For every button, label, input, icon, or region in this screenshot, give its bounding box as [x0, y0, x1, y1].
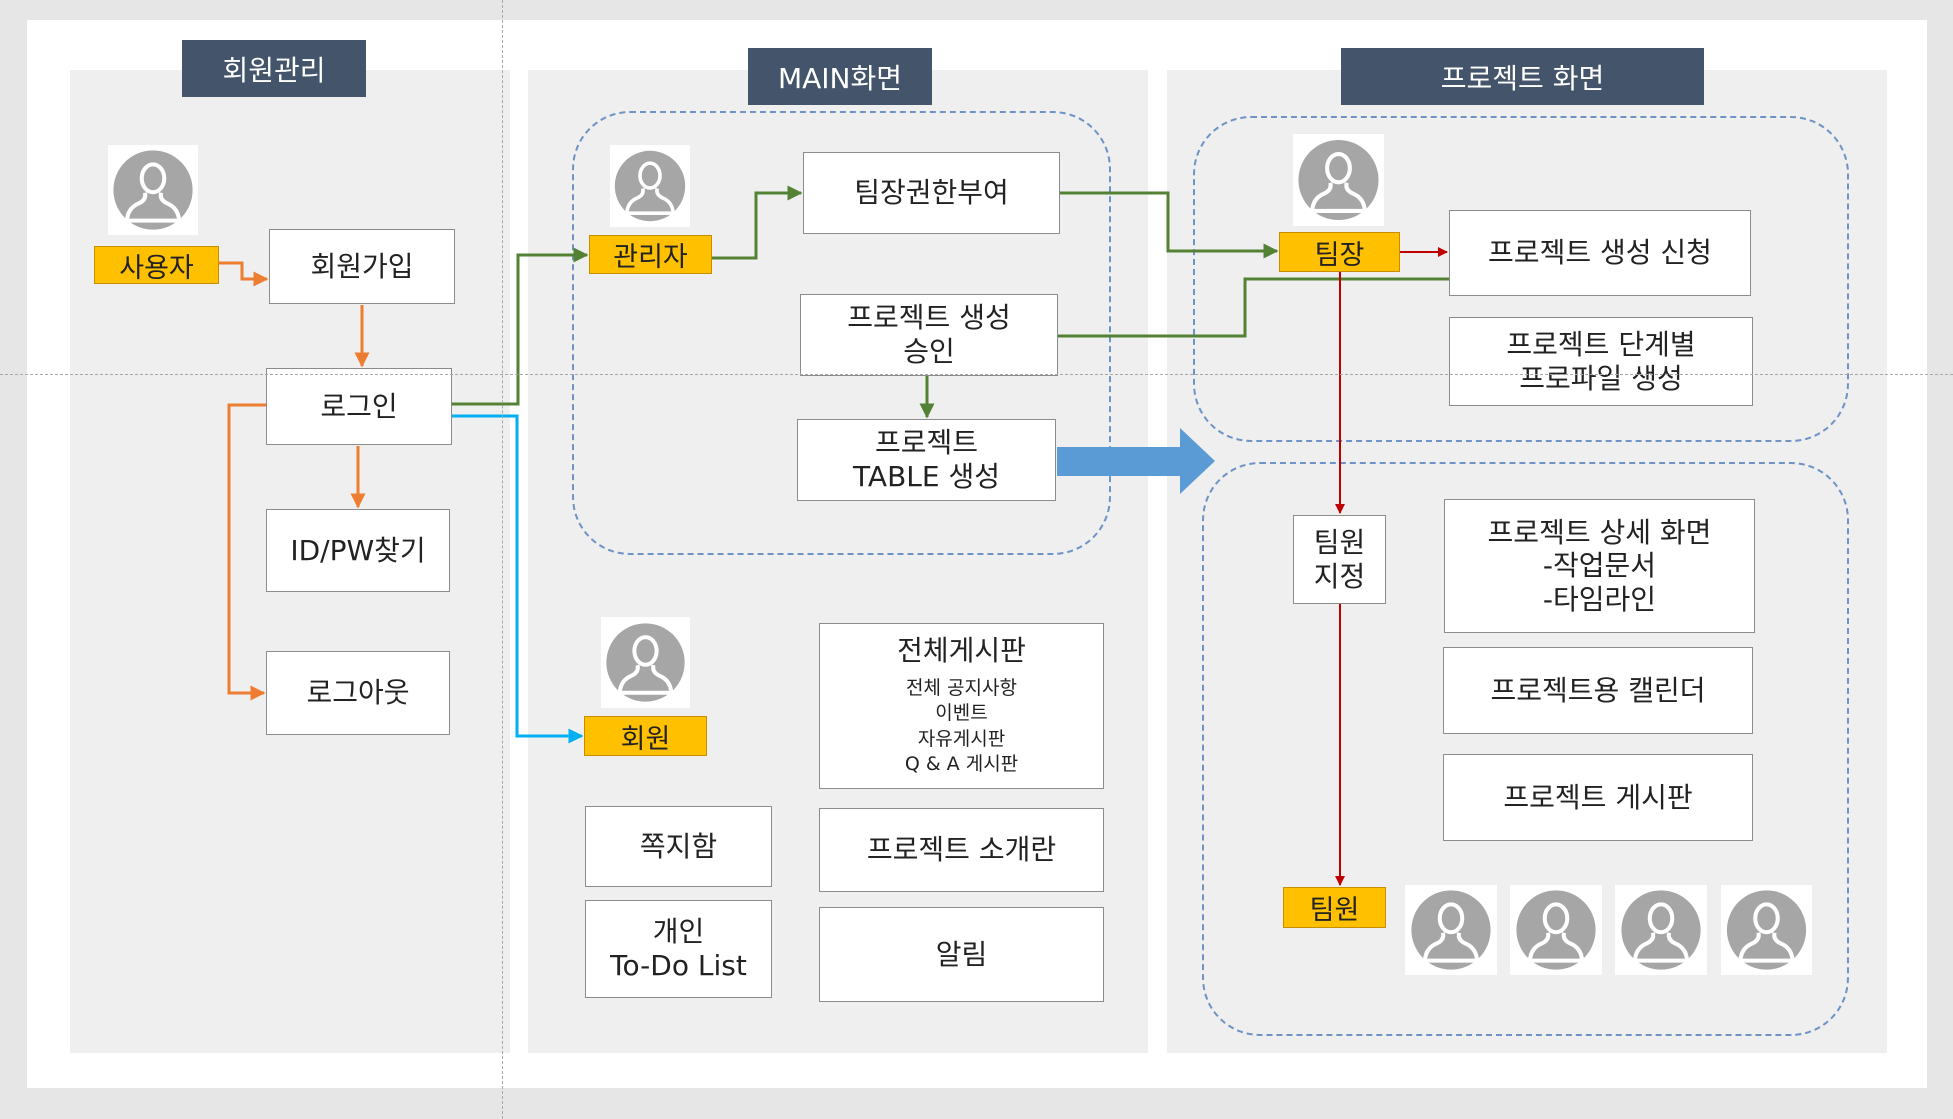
team-member-avatar-icon-3	[1615, 885, 1707, 975]
project-detail-label-line3: -타임라인	[1542, 582, 1657, 616]
stage-profile-box[interactable]: 프로젝트 단계별 프로파일 생성	[1449, 317, 1753, 406]
stage-profile-label-line1: 프로젝트 단계별	[1506, 327, 1696, 361]
login-label: 로그인	[320, 389, 398, 423]
team-member-role-label: 팀원	[1283, 887, 1386, 928]
board-item-free: 자유게시판	[917, 727, 1006, 750]
team-member-avatar-icon-1	[1405, 885, 1497, 975]
create-table-box[interactable]: 프로젝트 TABLE 생성	[797, 419, 1056, 501]
all-board-box[interactable]: 전체게시판 전체 공지사항 이벤트 자유게시판 Q & A 게시판	[819, 623, 1104, 789]
member-management-header: 회원관리	[182, 40, 366, 97]
user-avatar-icon	[108, 145, 198, 235]
board-item-event: 이벤트	[935, 702, 988, 725]
project-intro-box[interactable]: 프로젝트 소개란	[819, 808, 1104, 892]
create-table-label-line1: 프로젝트	[874, 426, 979, 460]
notifications-box[interactable]: 알림	[819, 907, 1104, 1002]
inbox-box[interactable]: 쪽지함	[585, 806, 772, 887]
approve-project-label-line2: 승인	[903, 335, 955, 368]
admin-role-label: 관리자	[589, 235, 712, 274]
create-table-label-line2: TABLE 생성	[852, 460, 1000, 493]
logout-box[interactable]: 로그아웃	[266, 651, 450, 735]
project-calendar-box[interactable]: 프로젝트용 캘린더	[1443, 647, 1753, 734]
assign-members-label-line1: 팀원	[1313, 525, 1366, 559]
todo-label-line1: 개인	[652, 915, 705, 949]
main-screen-header: MAIN화면	[748, 48, 932, 105]
vertical-guide-line	[502, 0, 503, 1119]
horizontal-guide-line	[0, 374, 1953, 375]
assign-members-label-line2: 지정	[1313, 559, 1366, 593]
project-detail-label-line1: 프로젝트 상세 화면	[1487, 515, 1712, 549]
team-group	[1202, 462, 1849, 1036]
find-id-pw-box[interactable]: ID/PW찾기	[266, 509, 450, 592]
signup-label: 회원가입	[310, 249, 414, 283]
team-member-avatar-icon-2	[1510, 885, 1602, 975]
request-project-box[interactable]: 프로젝트 생성 신청	[1449, 210, 1751, 296]
grant-leader-box[interactable]: 팀장권한부여	[803, 152, 1060, 234]
signup-box[interactable]: 회원가입	[269, 229, 455, 304]
request-project-label: 프로젝트 생성 신청	[1488, 236, 1712, 270]
project-intro-label: 프로젝트 소개란	[866, 833, 1057, 867]
inbox-label: 쪽지함	[639, 829, 718, 863]
project-screen-header: 프로젝트 화면	[1341, 48, 1704, 105]
assign-members-box[interactable]: 팀원 지정	[1293, 515, 1386, 604]
project-board-label: 프로젝트 게시판	[1503, 780, 1693, 814]
admin-avatar-icon	[610, 145, 690, 227]
project-calendar-label: 프로젝트용 캘린더	[1490, 673, 1706, 707]
member-avatar-icon	[601, 617, 690, 708]
team-member-avatar-icon-4	[1721, 885, 1812, 975]
logout-label: 로그아웃	[306, 676, 410, 710]
todo-label-line2: To-Do List	[610, 949, 747, 982]
all-board-title: 전체게시판	[897, 633, 1026, 667]
project-detail-label-line2: -작업문서	[1542, 549, 1657, 583]
login-box[interactable]: 로그인	[266, 368, 452, 445]
approve-project-box[interactable]: 프로젝트 생성 승인	[800, 294, 1058, 376]
user-role-label: 사용자	[94, 246, 219, 284]
project-detail-box[interactable]: 프로젝트 상세 화면 -작업문서 -타임라인	[1444, 499, 1755, 633]
notifications-label: 알림	[935, 937, 988, 971]
board-item-notice: 전체 공지사항	[906, 676, 1017, 699]
member-role-label: 회원	[584, 716, 707, 756]
stage-profile-label-line2: 프로파일 생성	[1519, 361, 1683, 395]
approve-project-label-line1: 프로젝트 생성	[847, 301, 1011, 335]
team-leader-avatar-icon	[1293, 134, 1384, 226]
todo-box[interactable]: 개인 To-Do List	[585, 900, 772, 998]
project-board-box[interactable]: 프로젝트 게시판	[1443, 754, 1753, 841]
board-item-qna: Q & A 게시판	[904, 753, 1019, 776]
grant-leader-label: 팀장권한부여	[854, 176, 1009, 210]
team-leader-role-label: 팀장	[1279, 232, 1400, 272]
find-id-pw-label: ID/PW찾기	[290, 533, 426, 567]
